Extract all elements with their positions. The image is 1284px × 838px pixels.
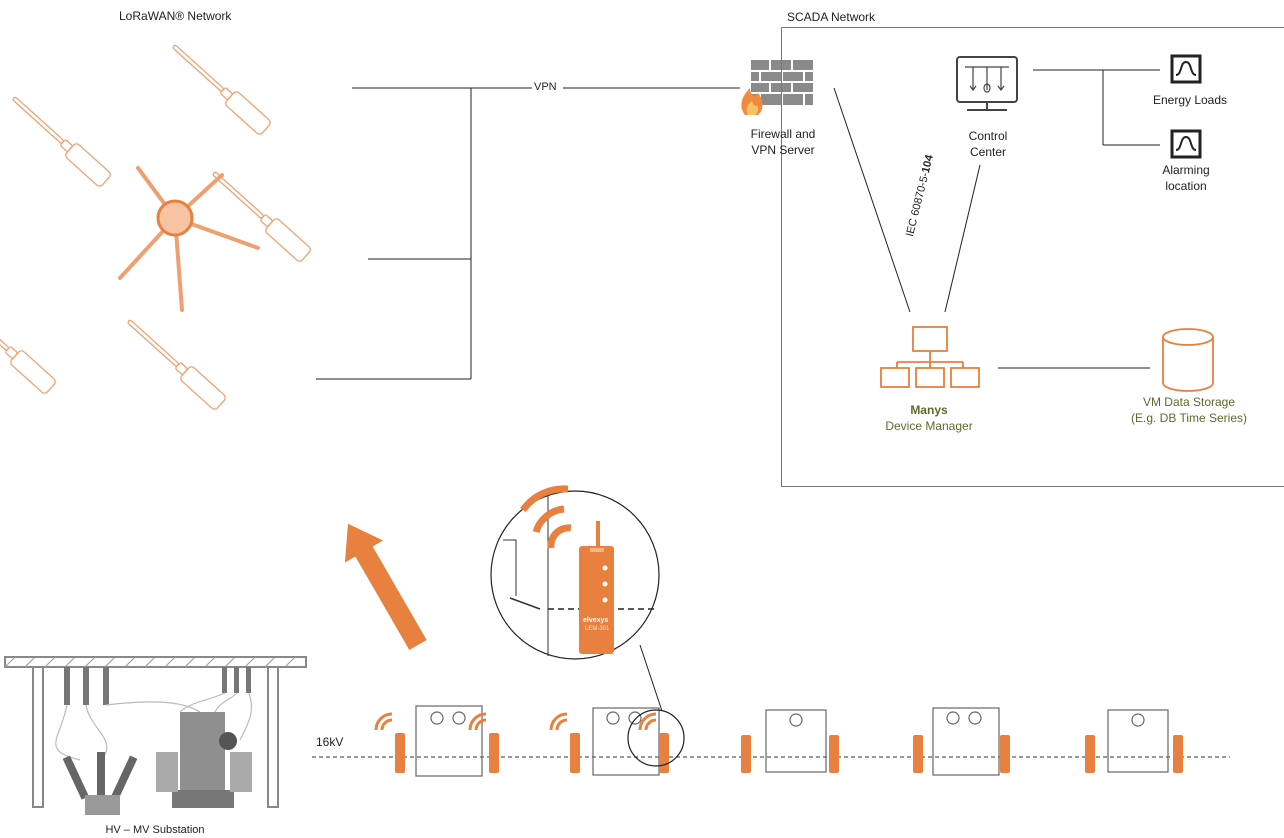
radio-wave-icons [374,712,657,731]
firewall-label-line1: Firewall and [750,127,816,141]
database-cylinder-icon [1162,328,1214,392]
device-brand: elvexys [583,617,609,624]
control-center-line2: Center [969,145,1007,159]
scada-network-title: SCADA Network [787,10,876,24]
waveform-icon [1170,54,1202,84]
lorawan-sensor-icon [127,319,226,410]
voltage-label: 16kV [316,735,344,749]
lorawan-network-title: LoRaWAN® Network [119,9,232,23]
radio-arrow-icon [344,523,427,650]
scada-network-boundary [781,27,1284,487]
brick-wall-firewall-icon [741,60,813,115]
network-hierarchy-icon [880,326,980,388]
device-zoom-view [490,485,660,660]
connection-lines [316,69,1160,380]
alarming-line2: location [1165,179,1207,193]
storage-label: VM Data Storage (E.g. DB Time Series) [1119,394,1259,426]
device-manager-label: Manys Device Manager [869,402,989,434]
monitor-icon [956,56,1018,111]
control-center-label: Control Center [946,128,1030,160]
device-manager-desc: Device Manager [885,419,973,433]
lorawan-sensor-icon [12,96,111,187]
lorawan-gateway-icon [118,166,260,312]
alarming-line1: Alarming [1162,163,1210,177]
lorawan-sensor-icon [212,171,311,262]
substation-icon [4,656,307,815]
zoom-connector [639,644,663,712]
lorawan-sensor-icon [172,44,271,135]
firewall-label: Firewall and VPN Server [733,126,833,158]
substation-label: HV – MV Substation [105,824,205,836]
vpn-link-label: VPN [534,81,557,93]
lem-device-icons [395,733,1183,773]
device-model: LEM-301 [585,626,610,632]
firewall-label-line2: VPN Server [751,143,815,157]
lorawan-sensor-icon [0,303,56,394]
device-manager-name: Manys [910,403,948,417]
control-center-line1: Control [968,129,1008,143]
alarming-location-label: Alarming location [1146,162,1226,194]
zoom-target-circle [627,709,685,767]
energy-loads-label: Energy Loads [1152,93,1228,107]
mv-cabinets [415,705,1169,777]
waveform-icon [1170,129,1202,159]
storage-line1: VM Data Storage [1142,395,1236,409]
storage-line2: (E.g. DB Time Series) [1130,411,1248,425]
